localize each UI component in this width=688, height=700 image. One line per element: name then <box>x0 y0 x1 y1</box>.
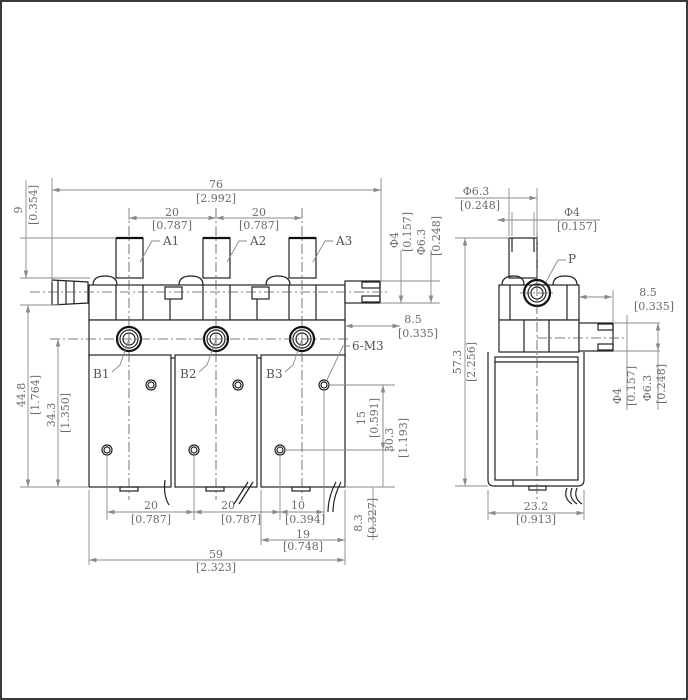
svg-text:Φ6.3: Φ6.3 <box>463 185 490 198</box>
manifold-block <box>88 284 346 321</box>
svg-text:34.3: 34.3 <box>45 403 58 428</box>
svg-text:[0.748]: [0.748] <box>283 540 323 553</box>
left-barb-fitting <box>51 279 89 306</box>
svg-text:23.2: 23.2 <box>524 500 549 513</box>
svg-text:[0.248]: [0.248] <box>430 216 443 256</box>
svg-text:[0.335]: [0.335] <box>634 300 674 313</box>
svg-text:[0.787]: [0.787] <box>239 219 279 232</box>
svg-text:[0.248]: [0.248] <box>655 364 668 404</box>
coil-bodies <box>88 354 346 513</box>
svg-text:8.5: 8.5 <box>404 313 422 326</box>
svg-text:8.3: 8.3 <box>352 514 365 532</box>
svg-text:76: 76 <box>209 178 223 191</box>
svg-text:57.3: 57.3 <box>451 350 464 375</box>
svg-text:[0.157]: [0.157] <box>557 220 597 233</box>
svg-text:[0.787]: [0.787] <box>152 219 192 232</box>
top-port-stub <box>508 237 538 279</box>
svg-text:6-M3: 6-M3 <box>352 339 384 353</box>
svg-text:Φ6.3: Φ6.3 <box>415 229 428 256</box>
svg-text:9: 9 <box>12 207 25 214</box>
svg-text:[0.157]: [0.157] <box>625 366 638 406</box>
svg-text:19: 19 <box>296 528 310 541</box>
svg-text:Φ4: Φ4 <box>388 232 401 248</box>
svg-text:[0.913]: [0.913] <box>516 513 556 526</box>
svg-text:15: 15 <box>355 411 368 425</box>
svg-text:B1: B1 <box>93 367 109 381</box>
svg-text:Φ4: Φ4 <box>564 206 580 219</box>
svg-text:[0.248]: [0.248] <box>460 199 500 212</box>
svg-text:10: 10 <box>291 499 305 512</box>
svg-text:[0.394]: [0.394] <box>285 513 325 526</box>
svg-text:8.5: 8.5 <box>639 286 657 299</box>
svg-text:20: 20 <box>165 206 179 219</box>
front-view <box>20 178 440 565</box>
svg-text:[0.327]: [0.327] <box>366 498 379 538</box>
svg-text:Φ6.3: Φ6.3 <box>641 375 654 402</box>
svg-text:A2: A2 <box>249 234 266 248</box>
svg-text:59: 59 <box>209 548 223 561</box>
side-dimensions <box>455 188 661 520</box>
svg-text:[0.354]: [0.354] <box>27 185 40 225</box>
svg-text:[2.256]: [2.256] <box>465 342 478 382</box>
front-labels: 76 [2.992] 20 [0.787] 20 [0.787] A1 A2 A… <box>12 178 443 574</box>
mount-holes <box>101 379 330 456</box>
svg-text:B2: B2 <box>180 367 196 381</box>
svg-text:44.8: 44.8 <box>15 383 28 408</box>
svg-text:A3: A3 <box>335 234 352 248</box>
front-dimensions <box>20 178 440 565</box>
top-port-stubs <box>115 236 317 279</box>
svg-text:[2.992]: [2.992] <box>196 192 236 205</box>
svg-text:[0.591]: [0.591] <box>368 398 381 438</box>
svg-text:[1.193]: [1.193] <box>397 418 410 458</box>
side-view <box>455 188 661 520</box>
svg-text:20: 20 <box>144 499 158 512</box>
svg-text:30.3: 30.3 <box>383 428 396 453</box>
svg-text:[1.350]: [1.350] <box>59 393 72 433</box>
svg-text:[1.764]: [1.764] <box>29 375 42 415</box>
svg-text:A1: A1 <box>162 234 179 248</box>
svg-text:B3: B3 <box>266 367 282 381</box>
svg-text:20: 20 <box>221 499 235 512</box>
svg-text:[0.787]: [0.787] <box>221 513 261 526</box>
svg-text:[0.787]: [0.787] <box>131 513 171 526</box>
svg-text:P: P <box>568 252 576 266</box>
side-labels: Φ6.3 [0.248] Φ4 [0.157] P 8.5 [0.335] Φ4… <box>451 185 674 526</box>
svg-text:Φ4: Φ4 <box>611 388 624 404</box>
svg-text:[2.323]: [2.323] <box>196 561 236 574</box>
svg-text:20: 20 <box>252 206 266 219</box>
svg-text:[0.157]: [0.157] <box>401 212 414 252</box>
svg-text:[0.335]: [0.335] <box>398 327 438 340</box>
